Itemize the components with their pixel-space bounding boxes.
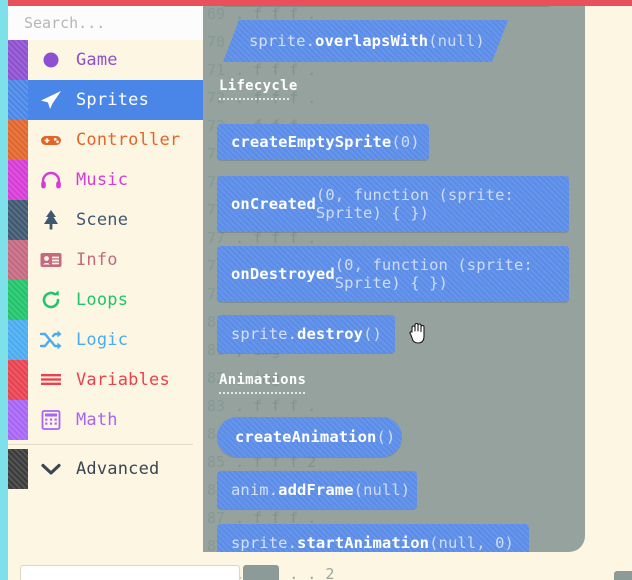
advanced-label: Advanced <box>76 459 160 479</box>
block-arguments: () <box>363 325 382 343</box>
block-arguments: (0) <box>391 133 420 151</box>
flyout-block[interactable]: onCreated (0, function (sprite: Sprite) … <box>217 176 569 232</box>
flyout-block[interactable]: createAnimation () <box>217 417 402 457</box>
category-color-swatch <box>8 280 28 320</box>
block-arguments: (0, function (sprite: Sprite) { }) <box>334 255 533 292</box>
flyout-section-heading: Animations <box>219 372 306 394</box>
gamepad-icon <box>36 127 66 153</box>
category-color-swatch <box>8 80 28 120</box>
sidebar-item-advanced[interactable]: Advanced <box>8 449 203 489</box>
sidebar-item-label: Scene <box>76 210 129 230</box>
sidebar-item-label: Loops <box>76 290 129 310</box>
category-color-swatch <box>8 240 28 280</box>
block-namespace: sprite. <box>231 534 298 552</box>
chevron-down-icon <box>36 456 66 482</box>
calculator-icon <box>36 407 66 433</box>
top-accent-bar <box>0 0 632 6</box>
toolbox-sidebar: GameSpritesControllerMusicSceneInfoLoops… <box>8 6 203 580</box>
sidebar-item-label: Game <box>76 50 118 70</box>
block-arguments: (null, 0) <box>429 534 514 552</box>
block-name: onCreated <box>231 194 316 213</box>
bottom-action-button[interactable] <box>243 565 279 580</box>
sidebar-item-label: Logic <box>76 330 129 350</box>
paper-plane-icon <box>36 87 66 113</box>
refresh-icon <box>36 287 66 313</box>
sidebar-item-sprites[interactable]: Sprites <box>8 80 203 120</box>
sidebar-item-label: Math <box>76 410 118 430</box>
bottom-text-field[interactable] <box>20 565 240 580</box>
category-color-swatch <box>8 120 28 160</box>
block-namespace: anim. <box>231 481 279 499</box>
id-card-icon <box>36 247 66 273</box>
sidebar-item-variables[interactable]: Variables <box>8 360 203 400</box>
sidebar-item-label: Sprites <box>76 90 150 110</box>
block-name: createEmptySprite <box>231 133 392 151</box>
left-accent-bar <box>0 0 8 580</box>
flyout-block[interactable]: sprite.startAnimation (null, 0) <box>217 524 529 552</box>
advanced-color-swatch <box>8 449 28 489</box>
sidebar-item-label: Variables <box>76 370 170 390</box>
sidebar-divider <box>8 444 193 445</box>
shuffle-icon <box>36 327 66 353</box>
circle-icon <box>36 47 66 73</box>
sidebar-item-label: Info <box>76 250 118 270</box>
bottom-right-button[interactable] <box>614 571 632 580</box>
flyout-block[interactable]: sprite.overlapsWith (null) <box>223 20 508 62</box>
sidebar-item-info[interactable]: Info <box>8 240 203 280</box>
search-row[interactable] <box>8 6 203 40</box>
block-name: startAnimation <box>297 534 430 552</box>
sidebar-item-label: Controller <box>76 130 181 150</box>
block-name: onDestroyed <box>231 264 335 283</box>
category-color-swatch <box>8 40 28 80</box>
flyout-block[interactable]: sprite.destroy () <box>217 315 395 353</box>
sidebar-item-music[interactable]: Music <box>8 160 203 200</box>
category-color-swatch <box>8 360 28 400</box>
block-arguments: (null) <box>428 32 485 50</box>
block-arguments: () <box>376 428 396 446</box>
sidebar-item-label: Music <box>76 170 129 190</box>
sidebar-item-loops[interactable]: Loops <box>8 280 203 320</box>
block-namespace: sprite. <box>249 32 316 50</box>
block-name: addFrame <box>278 481 354 499</box>
category-color-swatch <box>8 200 28 240</box>
sidebar-item-game[interactable]: Game <box>8 40 203 80</box>
block-name: destroy <box>297 325 364 343</box>
sidebar-item-logic[interactable]: Logic <box>8 320 203 360</box>
sidebar-item-math[interactable]: Math <box>8 400 203 440</box>
tree-icon <box>36 207 66 233</box>
flyout-block[interactable]: anim.addFrame (null) <box>217 471 417 509</box>
block-arguments: (0, function (sprite: Sprite) { }) <box>315 185 514 222</box>
flyout-section-heading: Lifecycle <box>219 78 297 100</box>
sidebar-item-scene[interactable]: Scene <box>8 200 203 240</box>
flyout-block[interactable]: onDestroyed (0, function (sprite: Sprite… <box>217 246 569 302</box>
block-name: createAnimation <box>235 428 377 446</box>
category-color-swatch <box>8 160 28 200</box>
search-input[interactable] <box>22 13 203 33</box>
block-namespace: sprite. <box>231 325 298 343</box>
category-color-swatch <box>8 400 28 440</box>
block-arguments: (null) <box>353 481 411 499</box>
category-color-swatch <box>8 320 28 360</box>
headphones-icon <box>36 167 66 193</box>
sidebar-item-controller[interactable]: Controller <box>8 120 203 160</box>
flyout-block[interactable]: createEmptySprite (0) <box>217 124 429 160</box>
block-name: overlapsWith <box>315 32 429 50</box>
lines-icon <box>36 367 66 393</box>
